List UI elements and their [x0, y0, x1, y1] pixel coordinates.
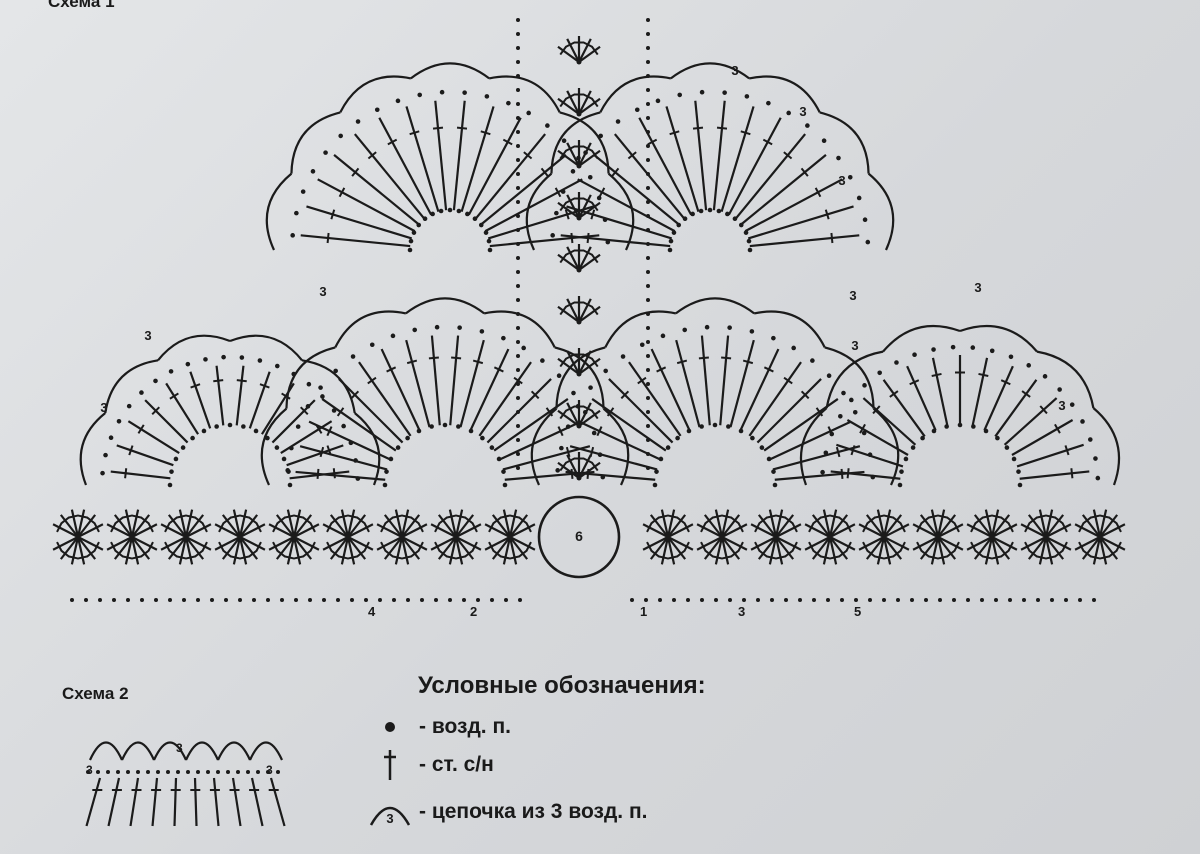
- chain-label: 3: [100, 400, 107, 415]
- legend-item-chain-stitch: - возд. п.: [365, 710, 511, 744]
- legend-text-chain-stitch: - возд. п.: [419, 715, 511, 738]
- row-label-5: 5: [854, 604, 862, 619]
- chain-arch-icon: 3: [365, 797, 415, 827]
- legend-item-chain-arch: 3 - цепочка из 3 возд. п.: [365, 795, 647, 829]
- chain-label: 3: [849, 288, 856, 303]
- scheme2-title: Схема 2: [62, 684, 129, 703]
- chain-label: 3: [974, 280, 981, 295]
- chain-label: 3: [838, 173, 845, 188]
- row-label-2: 2: [470, 604, 478, 619]
- scheme2-chain-label-center: 3: [176, 741, 183, 755]
- scheme2-chain-label-right: 3: [266, 763, 273, 777]
- scheme1-title: Схема 1: [48, 0, 115, 11]
- chain-label: 3: [1058, 398, 1065, 413]
- center-ring-label: 6: [575, 528, 583, 544]
- row-label-4: 4: [368, 604, 376, 619]
- scheme2-diagram: 3 3 3: [85, 741, 286, 827]
- chain-label: 3: [319, 284, 326, 299]
- legend-item-double-crochet: - ст. с/н: [365, 748, 494, 782]
- legend-text-chain-arch: - цепочка из 3 возд. п.: [419, 800, 648, 823]
- center-ring: [537, 495, 621, 579]
- chain-stitch-dot-icon: [365, 717, 415, 737]
- legend-title: Условные обозначения:: [418, 672, 706, 699]
- chain-label: 3: [851, 338, 858, 353]
- row-label-3: 3: [738, 604, 746, 619]
- legend-text-double-crochet: - ст. с/н: [419, 753, 494, 776]
- row-label-1: 1: [640, 604, 648, 619]
- chain-label: 3: [799, 104, 806, 119]
- chain-arch-icon-label: 3: [386, 811, 393, 826]
- chain-label: 3: [731, 63, 738, 78]
- scheme2-chain-label-left: 3: [86, 763, 93, 777]
- double-crochet-icon: [365, 748, 415, 782]
- chain-label: 3: [144, 328, 151, 343]
